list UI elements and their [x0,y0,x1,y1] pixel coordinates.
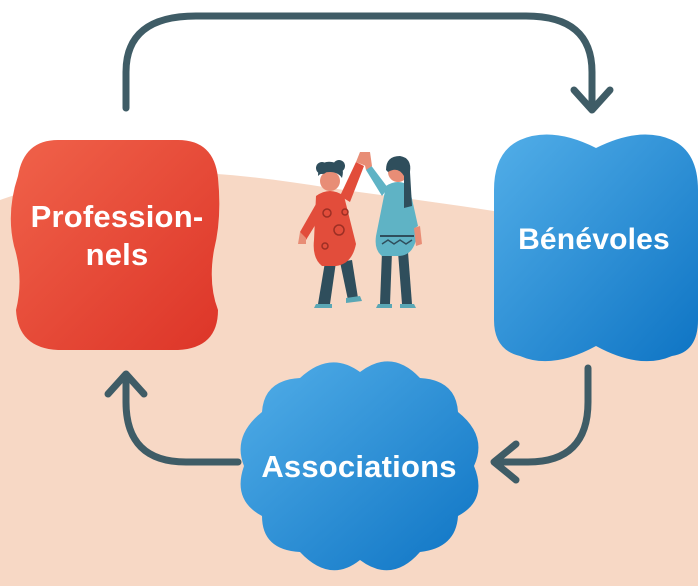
associations-label: Associations [261,449,457,484]
left-person [298,152,366,308]
two-people-high-five-illustration [298,152,422,308]
arrow-professionnels-to-benevoles [122,12,614,114]
associations-shape [240,361,479,571]
professionnels-label-line1: Profession- [30,199,204,234]
benevoles-label: Bénévoles [518,223,670,256]
right-person [362,152,422,308]
professionnels-label: Profession- nels [8,198,226,274]
arrow-associations-to-professionnels [104,370,242,466]
professionnels-shape [10,140,220,350]
benevoles-shape [494,134,698,362]
professionnels-label-line2: nels [85,237,149,272]
arrow-benevoles-to-associations [490,364,592,484]
